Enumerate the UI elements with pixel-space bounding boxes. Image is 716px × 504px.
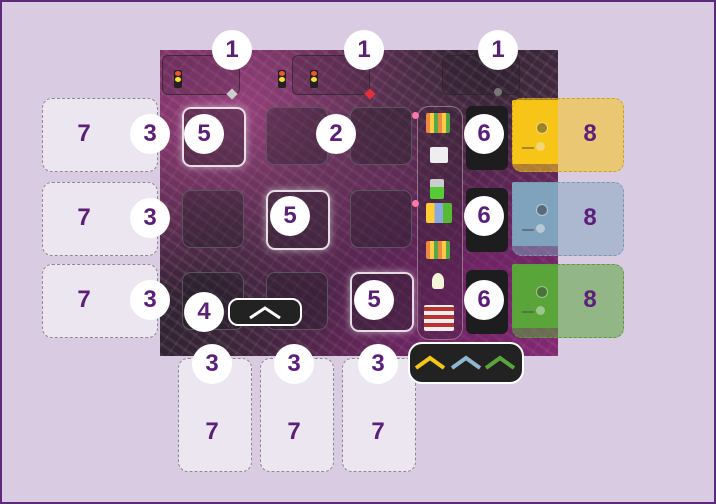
- arrow-marker-box[interactable]: [228, 298, 302, 326]
- callout-left-card: 7: [64, 198, 104, 238]
- callout-bottom-input: 3: [274, 344, 314, 384]
- cube-icon: [430, 147, 448, 163]
- cubes-icon: [426, 203, 452, 223]
- tile-icon: [426, 241, 450, 259]
- callout-left-input: 3: [130, 114, 170, 154]
- arrow-chevron-icon: [410, 344, 522, 382]
- callout-right-card: 8: [570, 198, 610, 238]
- grid-cell[interactable]: [182, 190, 244, 248]
- callout-grid: 5: [270, 196, 310, 236]
- score-icon: [424, 305, 454, 331]
- traffic-light-icon: [310, 70, 318, 88]
- grid-cell[interactable]: [350, 107, 412, 165]
- tile-icon: [426, 113, 450, 133]
- callout-side-slot: 6: [464, 280, 504, 320]
- up-chevron-icon: [230, 300, 300, 324]
- grid-cell[interactable]: [350, 190, 412, 248]
- callout-top-1: 1: [344, 30, 384, 70]
- callout-side-slot: 6: [464, 196, 504, 236]
- callout-bottom-input: 3: [192, 344, 232, 384]
- callout-arrow-marker: 4: [184, 292, 224, 332]
- pink-dot-icon: [412, 200, 419, 207]
- color-chevron-track[interactable]: [408, 342, 524, 384]
- callout-right-card: 8: [570, 280, 610, 320]
- callout-grid: 5: [184, 114, 224, 154]
- callout-right-card: 8: [570, 114, 610, 154]
- callout-bottom-card: 7: [358, 412, 398, 452]
- dark-marker-icon: [494, 88, 502, 96]
- callout-left-input: 3: [130, 198, 170, 238]
- lightbulb-icon: [432, 273, 444, 289]
- pink-dot-icon: [412, 112, 419, 119]
- callout-top-1: 1: [478, 30, 518, 70]
- callout-left-card: 7: [64, 114, 104, 154]
- traffic-light-icon: [278, 70, 286, 88]
- callout-bottom-card: 7: [274, 412, 314, 452]
- callout-side-slot: 6: [464, 114, 504, 154]
- callout-left-input: 3: [130, 280, 170, 320]
- battery-icon: [430, 179, 444, 199]
- traffic-light-icon: [174, 70, 182, 88]
- resource-column: [417, 106, 463, 340]
- callout-bottom-card: 7: [192, 412, 232, 452]
- callout-bottom-input: 3: [358, 344, 398, 384]
- callout-grid: 2: [316, 114, 356, 154]
- callout-left-card: 7: [64, 280, 104, 320]
- callout-top-1: 1: [212, 30, 252, 70]
- callout-grid: 5: [354, 280, 394, 320]
